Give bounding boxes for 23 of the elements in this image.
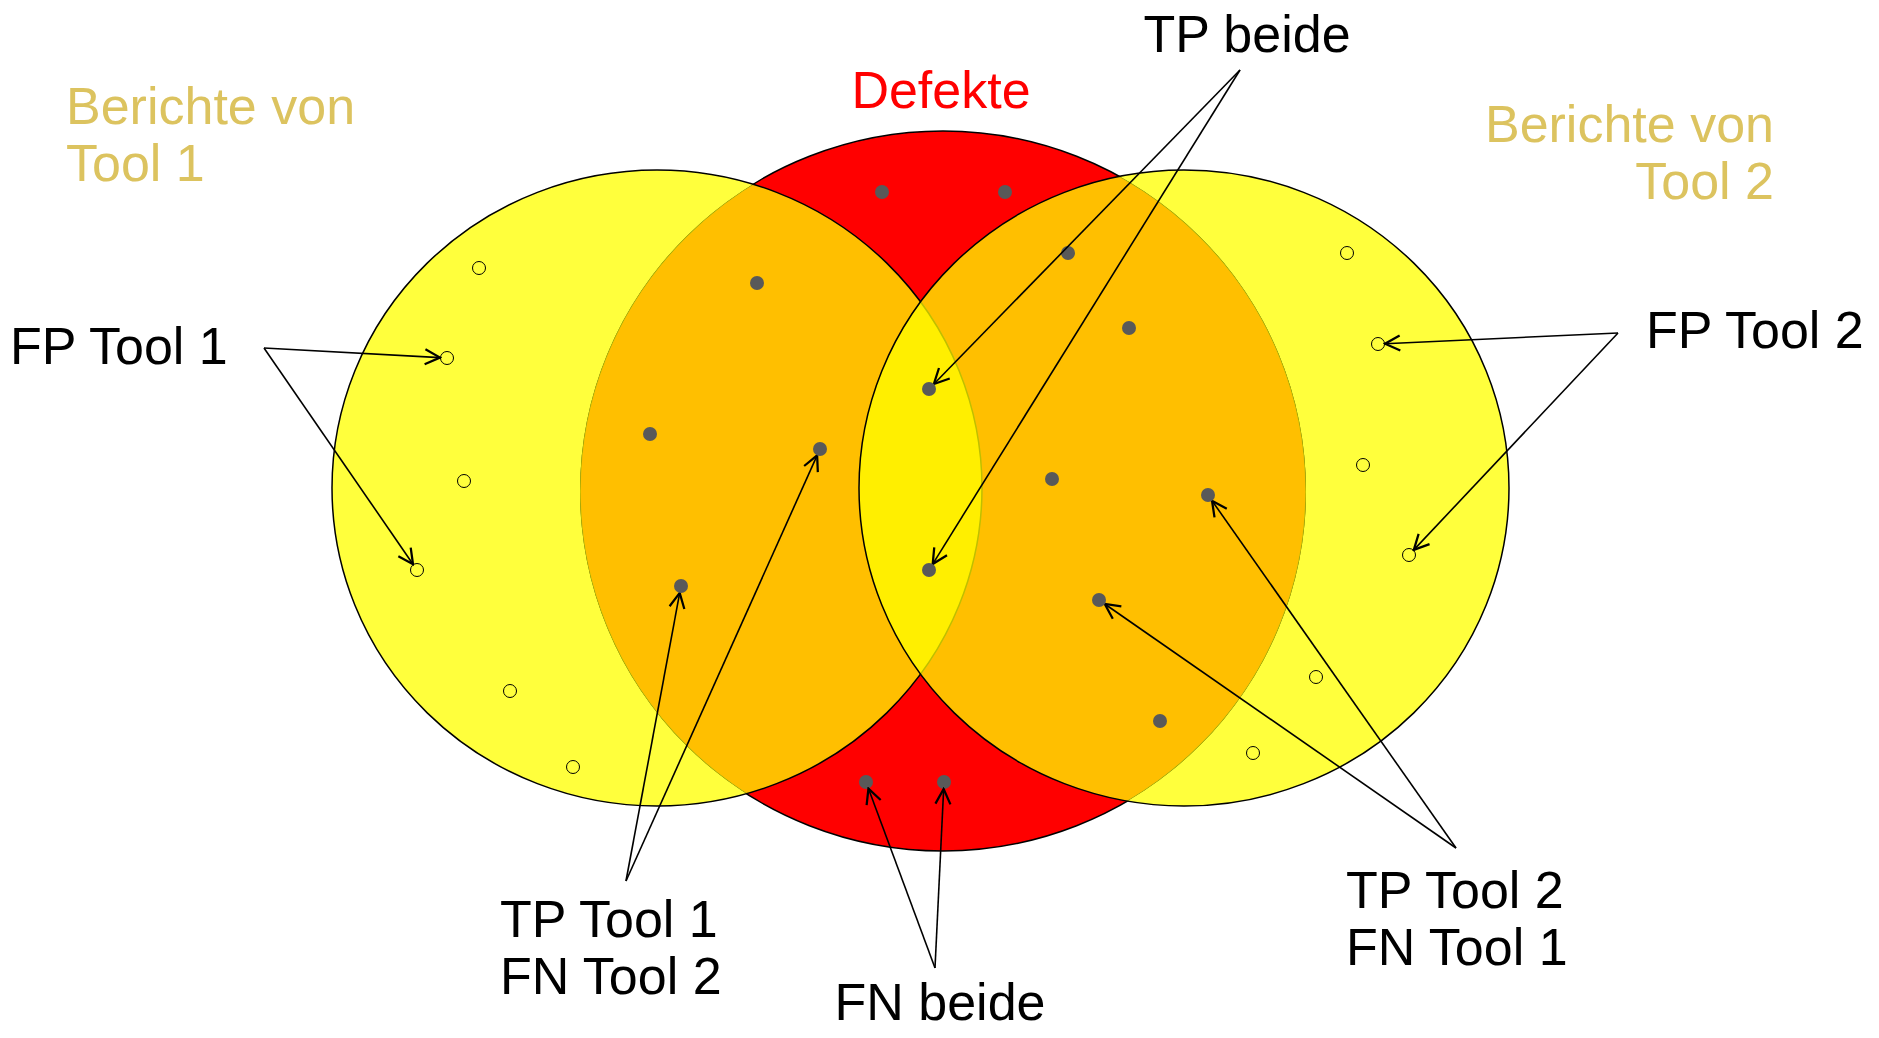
arrow <box>1103 602 1457 849</box>
arrow <box>934 787 952 969</box>
arrow <box>932 69 1241 386</box>
callout-label: FP Tool 1 <box>10 318 229 376</box>
arrow <box>865 787 936 969</box>
set-label: Berichte von Tool 1 <box>66 78 357 193</box>
callout-label: TP Tool 2 <box>1346 862 1565 920</box>
callout-label: FP Tool 2 <box>1646 302 1865 360</box>
set-label: Defekte <box>850 62 1032 120</box>
arrow <box>263 347 415 566</box>
arrow <box>263 347 442 366</box>
callout-label: FN beide <box>833 974 1047 1032</box>
callout-label: TP beide <box>1142 6 1352 64</box>
arrow <box>1412 332 1619 552</box>
callout-label: FN Tool 1 <box>1346 919 1569 977</box>
arrow <box>1383 332 1619 352</box>
arrow <box>625 454 819 882</box>
arrow <box>931 69 1241 566</box>
arrow <box>1210 499 1457 849</box>
callout-label: TP Tool 1 <box>500 891 719 949</box>
arrow <box>625 591 686 882</box>
set-label: Berichte von Tool 2 <box>1483 96 1774 211</box>
callout-label: FN Tool 2 <box>500 948 723 1006</box>
